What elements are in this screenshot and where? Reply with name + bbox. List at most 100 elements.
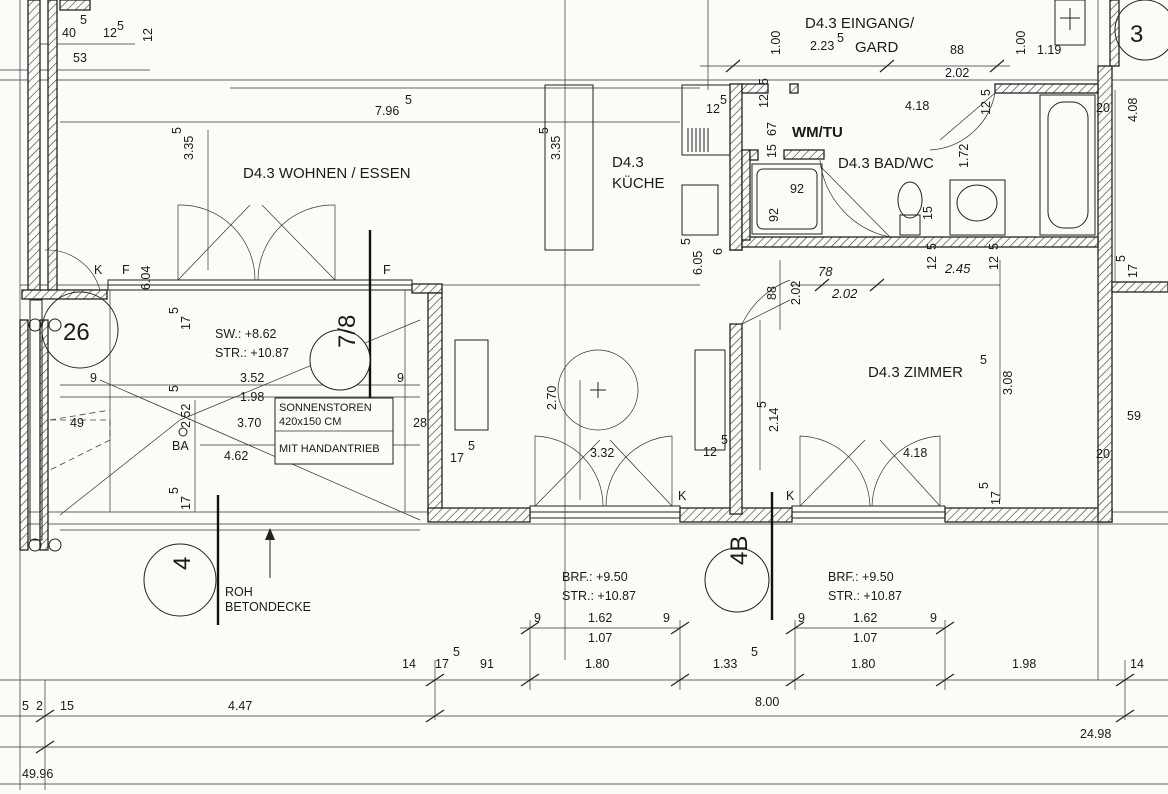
dimension-value: 2.70 — [545, 386, 559, 410]
note-brf: BRF.: +9.50 — [828, 570, 894, 584]
dimension-value: 12 — [703, 445, 717, 459]
column-circle — [557, 349, 639, 431]
dimension-value: 49 — [70, 416, 84, 430]
dimension-superscript: 5 — [405, 93, 412, 107]
dimension-value: 20 — [1096, 447, 1110, 461]
dimension-value: 1.19 — [1037, 43, 1061, 57]
dimension-value: 2 — [36, 699, 43, 713]
dimension-value: 4.18 — [903, 446, 927, 460]
dimension-superscript: 5 — [925, 243, 939, 250]
dimension-value: 1.98 — [1012, 657, 1036, 671]
door-swings — [44, 92, 996, 507]
dimension-value: 91 — [480, 657, 494, 671]
dimension-value: 88 — [765, 286, 779, 300]
room-kueche: KÜCHE — [612, 174, 665, 192]
dimension-value: 40 — [62, 26, 76, 40]
dimension-value: 3.35 — [549, 136, 563, 160]
walls — [19, 0, 1168, 551]
dimension-value: 49.96 — [22, 767, 53, 781]
terrace-lines — [49, 290, 421, 531]
dimension-value: 14 — [1130, 657, 1144, 671]
dimension-value: 3.52 — [240, 371, 264, 385]
dimension-superscript: 5 — [537, 127, 551, 134]
axis-marker-26: 26 — [63, 319, 90, 346]
dimension-value: 6.04 — [139, 266, 153, 290]
dimension-value: 5 — [22, 699, 29, 713]
room-labels: D4.3 WOHNEN / ESSEN D4.3 KÜCHE D4.3 EING… — [243, 15, 963, 381]
dimension-value: 15 — [60, 699, 74, 713]
dimension-value: 1.07 — [588, 631, 612, 645]
dimension-value: 4.62 — [224, 449, 248, 463]
dimension-value: 17 — [179, 316, 193, 330]
dimension-value: 12 — [757, 94, 771, 108]
dimension-value: 28 — [413, 416, 427, 430]
dimension-value: 3.35 — [182, 136, 196, 160]
dimension-value: 9 — [397, 371, 404, 385]
dimension-superscript: 5 — [117, 19, 124, 33]
dimension-value: 2.02 — [789, 281, 803, 305]
dimension-value: 17 — [450, 451, 464, 465]
marker-k: K — [786, 489, 795, 503]
note-str: STR.: +10.87 — [215, 346, 289, 360]
axis-marker-circles — [28, 0, 1168, 617]
dimension-value: 4.08 — [1126, 98, 1140, 122]
bathtub-icon — [1039, 94, 1096, 236]
dimension-superscript: 5 — [170, 127, 184, 134]
dimension-value: 3.70 — [237, 416, 261, 430]
dimension-superscript: 5 — [987, 243, 1001, 250]
section-lines — [216, 230, 774, 625]
toilet-icon — [897, 181, 923, 236]
axis-marker-4b: 4B — [726, 536, 753, 565]
arrow-icon — [265, 528, 275, 578]
note-sw: SW.: +8.62 — [215, 327, 277, 341]
dimension-superscript: 5 — [720, 93, 727, 107]
window-openings — [29, 279, 946, 541]
marker-k: K — [94, 263, 103, 277]
dimension-superscript: 5 — [167, 487, 181, 494]
axis-marker-7-8: 7/8 — [334, 315, 361, 348]
dimension-value: 9 — [798, 611, 805, 625]
note-handantrieb: MIT HANDANTRIEB — [279, 443, 380, 455]
note-roh: ROH — [225, 585, 253, 599]
dimension-value: 17 — [1126, 264, 1140, 278]
marker-f: F — [122, 263, 130, 277]
note-betondecke: BETONDECKE — [225, 600, 311, 614]
dimension-value: 24.98 — [1080, 727, 1111, 741]
note-str: STR.: +10.87 — [562, 589, 636, 603]
dimension-value: 4.18 — [905, 99, 929, 113]
dimension-value: 1.62 — [588, 611, 612, 625]
dimension-superscript: 5 — [1114, 255, 1128, 262]
dimension-value: 1.07 — [853, 631, 877, 645]
dimension-value: 7.96 — [375, 104, 399, 118]
dimension-value: 53 — [73, 51, 87, 65]
dimension-value: 2.02 — [945, 66, 969, 80]
dimension-superscript: 5 — [679, 238, 693, 245]
axis-marker-3: 3 — [1130, 21, 1143, 48]
notes: SW.: +8.62 STR.: +10.87 BRF.: +9.50 STR.… — [215, 327, 902, 614]
dimension-superscript: 5 — [453, 645, 460, 659]
dimension-value: 1.72 — [957, 144, 971, 168]
dimension-value: 12 — [979, 101, 993, 115]
dimension-value: 8.00 — [755, 695, 779, 709]
dimension-value: 4.47 — [228, 699, 252, 713]
room-eingang: D4.3 EINGANG/ — [805, 15, 915, 32]
note-brf: BRF.: +9.50 — [562, 570, 628, 584]
dimension-superscript: 5 — [80, 13, 87, 27]
room-zimmer: D4.3 ZIMMER — [868, 364, 963, 381]
dimension-value: 2.02 — [831, 286, 858, 301]
dimension-value: 78 — [818, 264, 833, 279]
dimension-superscript: 5 — [468, 439, 475, 453]
marker-ba: BA — [172, 439, 189, 453]
axis-marker-4: 4 — [169, 557, 196, 570]
dimension-superscript: 5 — [167, 307, 181, 314]
room-bad-wc: D4.3 BAD/WC — [838, 155, 934, 172]
dimension-superscript: 5 — [167, 385, 181, 392]
dimension-value: 17 — [179, 496, 193, 510]
dimension-superscript: 5 — [757, 78, 771, 85]
dimension-value: 2.14 — [767, 408, 781, 432]
dimension-value: 12 — [141, 28, 155, 42]
dimension-value: 2.23 — [810, 39, 834, 53]
room-kueche-code: D4.3 — [612, 154, 644, 171]
